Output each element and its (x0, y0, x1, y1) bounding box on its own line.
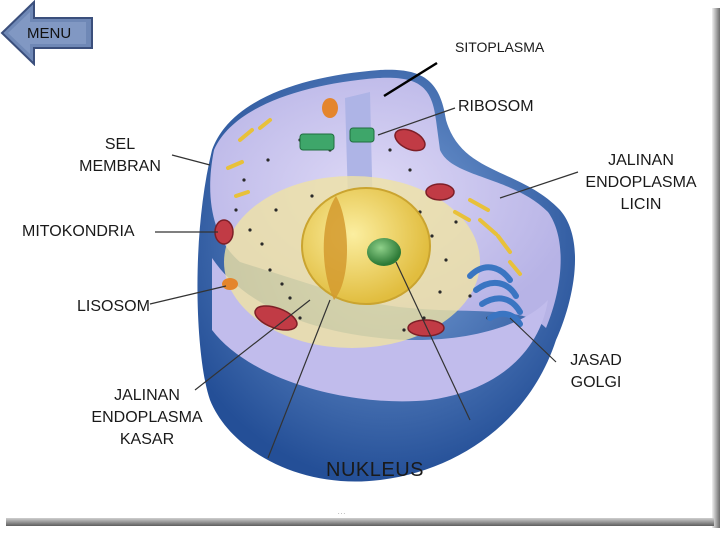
label-jalinan-endoplasma-kasar: JALINAN ENDOPLASMA KASAR (91, 387, 203, 448)
label-sitoplasma: SITOPLASMA (455, 39, 545, 55)
label-jasad-golgi: JASAD GOLGI (570, 352, 622, 391)
nucleus (301, 187, 431, 305)
lysosome (222, 278, 238, 290)
vesicle-orange (322, 98, 338, 118)
label-sel-membran: SEL MEMBRAN (79, 136, 161, 175)
menu-back-button[interactable]: MENU (0, 0, 96, 66)
label-mitokondria: MITOKONDRIA (22, 223, 135, 240)
golgi-apparatus (467, 264, 523, 327)
footer-faint-text: … (337, 506, 346, 516)
label-lisosom: LISOSOM (77, 298, 150, 315)
smooth-er (226, 118, 522, 276)
leader-lines (149, 61, 579, 459)
slide-shadow-bottom (6, 518, 714, 526)
nucleus-cut (323, 196, 347, 300)
arrow-left-icon (0, 0, 93, 66)
menu-label: MENU (27, 25, 72, 42)
slide-shadow-right (712, 8, 720, 528)
mitochondria (214, 128, 455, 337)
label-nukleus: NUKLEUS (326, 459, 424, 481)
label-jalinan-endoplasma-licin: JALINAN ENDOPLASMA LICIN (585, 152, 697, 213)
cytoplasm-section (212, 258, 548, 402)
nucleolus (367, 238, 401, 266)
label-ribosom: RIBOSOM (458, 98, 534, 115)
centrioles (299, 127, 375, 151)
